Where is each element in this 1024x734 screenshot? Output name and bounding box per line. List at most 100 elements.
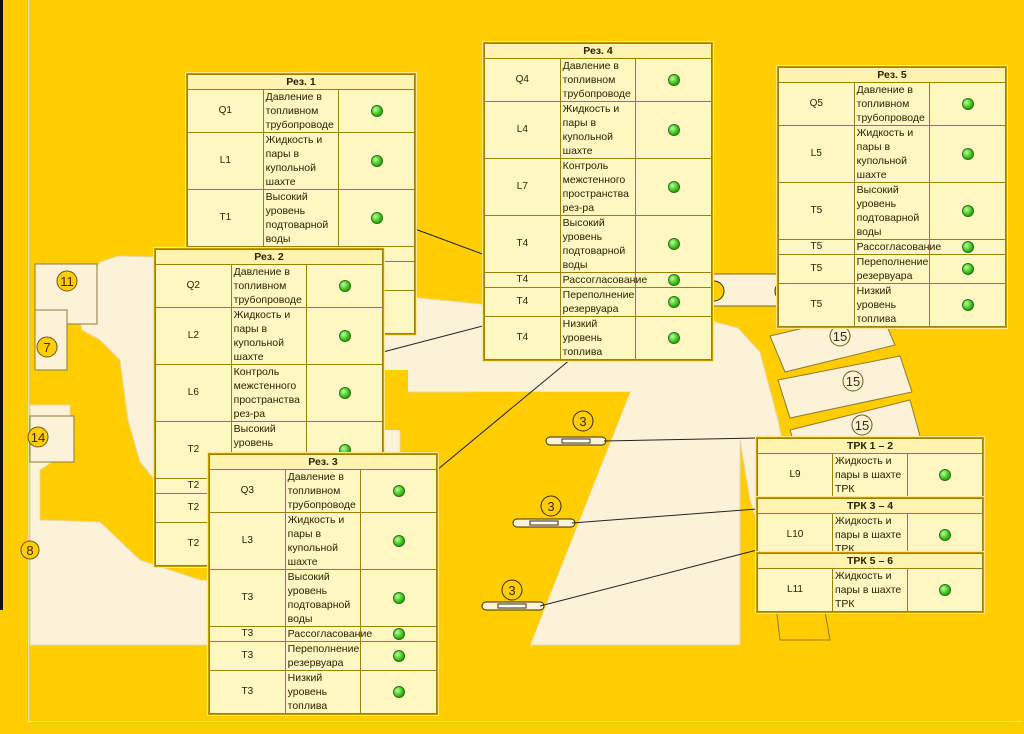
sensor-code: L5 (778, 125, 855, 183)
sensor-label: Жидкость и пары в купольной шахте (262, 132, 340, 190)
sensor-label: Переполнение резервуара (853, 254, 931, 284)
sensor-code: T4 (484, 215, 561, 273)
green-led-icon (392, 592, 405, 605)
label-3c: 3 (501, 579, 523, 601)
sensor-code: L9 (757, 453, 833, 497)
sensor-indicator (360, 626, 437, 642)
sensor-label: Высокий уровень подтоварной воды (853, 182, 931, 240)
sensor-indicator (929, 182, 1006, 240)
sensor-code: T5 (778, 283, 855, 327)
label-8: 8 (20, 540, 40, 560)
panel-title: ТРК 3 – 4 (757, 498, 983, 514)
green-led-icon (961, 148, 974, 161)
green-led-icon (392, 686, 405, 699)
dispenser-2[interactable] (512, 518, 576, 528)
green-led-icon (370, 212, 383, 225)
sensor-label: Низкий уровень топлива (559, 316, 637, 360)
sensor-code: T3 (209, 670, 286, 714)
sensor-label: Жидкость и пары в шахте ТРК (832, 513, 908, 557)
sensor-label: Давление в топливном трубопроводе (559, 58, 637, 102)
sensor-code: L2 (155, 307, 232, 365)
svg-text:3: 3 (508, 583, 515, 598)
sensor-label: Давление в топливном трубопроводе (284, 469, 362, 513)
sensor-label: Контроль межстенного пространства рез-ра (230, 364, 308, 422)
label-3a: 3 (572, 410, 594, 432)
sensor-code: L1 (187, 132, 264, 190)
green-led-icon (667, 274, 680, 287)
sensor-indicator (635, 215, 712, 273)
sensor-label: Рассогласование (853, 239, 941, 255)
sensor-code: L11 (757, 568, 833, 612)
panel-title: Рез. 2 (155, 249, 383, 265)
green-led-icon (667, 332, 680, 345)
sensor-code: Q5 (778, 82, 855, 126)
sensor-indicator (929, 283, 1006, 327)
sensor-label: Переполнение резервуара (284, 641, 362, 671)
green-led-icon (667, 296, 680, 309)
label-7: 7 (36, 336, 58, 358)
sensor-code: L6 (155, 364, 232, 422)
sensor-code: L7 (484, 158, 561, 216)
sensor-label: Давление в топливном трубопроводе (853, 82, 931, 126)
sensor-indicator (360, 469, 437, 513)
sensor-label: Низкий уровень топлива (284, 670, 362, 714)
sensor-indicator (635, 58, 712, 102)
dispenser-3[interactable] (481, 601, 545, 611)
sensor-label: Давление в топливном трубопроводе (262, 89, 340, 133)
panel-title: Рез. 5 (778, 67, 1006, 83)
sensor-indicator (635, 316, 712, 360)
dispenser-1[interactable] (545, 436, 607, 446)
sensor-indicator (907, 568, 983, 612)
label-15a: 15 (829, 325, 851, 347)
sensor-code: T3 (209, 641, 286, 671)
label-15b: 15 (842, 370, 864, 392)
svg-text:15: 15 (833, 329, 847, 344)
sensor-label: Жидкость и пары в купольной шахте (853, 125, 931, 183)
svg-text:11: 11 (60, 274, 74, 289)
panel-title: ТРК 5 – 6 (757, 553, 983, 569)
green-led-icon (392, 628, 405, 641)
sensor-indicator (907, 513, 983, 557)
green-led-icon (939, 529, 951, 542)
sensor-label: Рассогласование (284, 626, 372, 642)
svg-text:3: 3 (579, 414, 586, 429)
sensor-label: Контроль межстенного пространства рез-ра (559, 158, 637, 216)
sensor-indicator (360, 569, 437, 627)
svg-text:3: 3 (547, 499, 554, 514)
sensor-indicator (929, 254, 1006, 284)
green-led-icon (667, 238, 680, 251)
green-led-icon (392, 485, 405, 498)
sensor-label: Переполнение резервуара (559, 287, 637, 317)
sensor-code: T4 (484, 316, 561, 360)
